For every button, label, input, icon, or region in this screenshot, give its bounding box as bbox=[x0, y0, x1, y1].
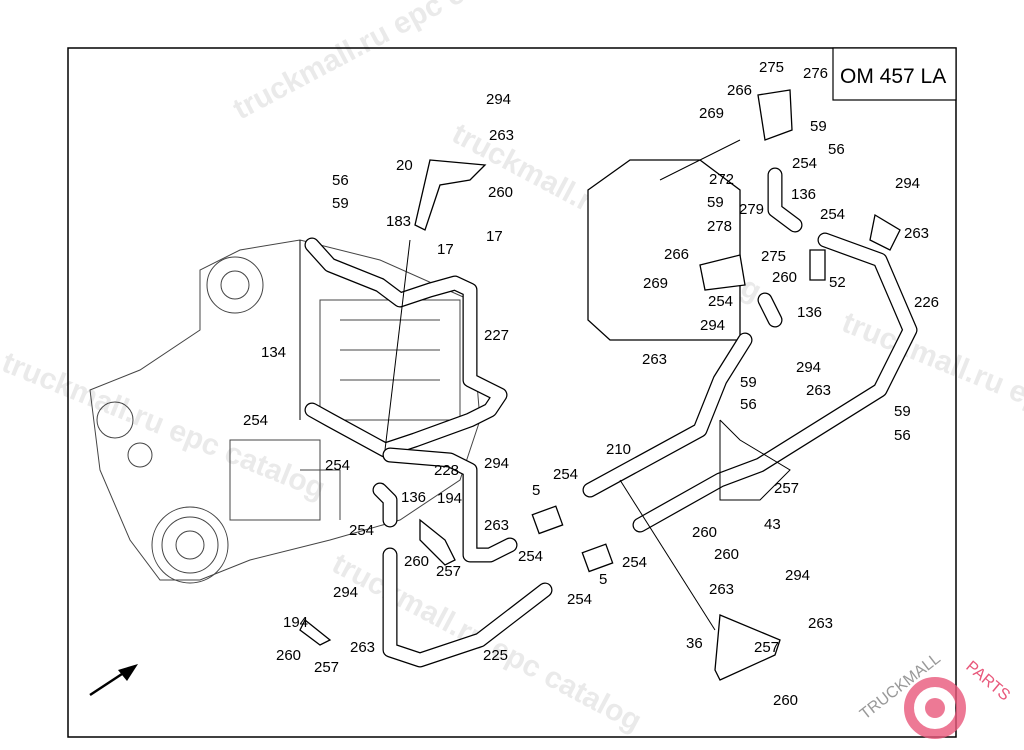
part-callout: 254 bbox=[622, 554, 647, 571]
part-callout: 269 bbox=[643, 275, 668, 292]
part-callout: 5 bbox=[599, 571, 607, 588]
part-callout: 294 bbox=[333, 584, 358, 601]
part-callout: 228 bbox=[434, 462, 459, 479]
part-callout: 263 bbox=[904, 225, 929, 242]
part-callout: 260 bbox=[276, 647, 301, 664]
part-callout: 263 bbox=[806, 382, 831, 399]
part-callout: 294 bbox=[796, 359, 821, 376]
part-callout: 183 bbox=[386, 213, 411, 230]
direction-arrow bbox=[89, 664, 138, 697]
svg-text:PARTS: PARTS bbox=[962, 658, 1013, 704]
model-title-box bbox=[832, 47, 957, 101]
part-callout: 260 bbox=[488, 184, 513, 201]
part-callout: 134 bbox=[261, 344, 286, 361]
part-callout: 59 bbox=[707, 194, 724, 211]
part-callout: 56 bbox=[894, 427, 911, 444]
part-callout: 266 bbox=[664, 246, 689, 263]
part-callout: 210 bbox=[606, 441, 631, 458]
part-callout: 294 bbox=[700, 317, 725, 334]
watermark-text: truckmall.ru epc catalog bbox=[837, 306, 1024, 466]
part-callout: 225 bbox=[483, 647, 508, 664]
part-callout: 260 bbox=[404, 553, 429, 570]
part-callout: 263 bbox=[642, 351, 667, 368]
part-callout: 294 bbox=[484, 455, 509, 472]
part-callout: 263 bbox=[808, 615, 833, 632]
part-callout: 263 bbox=[484, 517, 509, 534]
part-callout: 43 bbox=[764, 516, 781, 533]
part-callout: 56 bbox=[828, 141, 845, 158]
part-callout: 263 bbox=[350, 639, 375, 656]
part-callout: 272 bbox=[709, 171, 734, 188]
part-callout: 226 bbox=[914, 294, 939, 311]
part-callout: 56 bbox=[332, 172, 349, 189]
part-callout: 59 bbox=[332, 195, 349, 212]
part-callout: 136 bbox=[797, 304, 822, 321]
part-callout: 275 bbox=[759, 59, 784, 76]
part-callout: 194 bbox=[437, 490, 462, 507]
part-callout: 254 bbox=[708, 293, 733, 310]
part-callout: 257 bbox=[314, 659, 339, 676]
part-callout: 294 bbox=[895, 175, 920, 192]
part-callout: 17 bbox=[486, 228, 503, 245]
part-callout: 36 bbox=[686, 635, 703, 652]
part-callout: 260 bbox=[772, 269, 797, 286]
part-callout: 257 bbox=[754, 639, 779, 656]
part-callout: 136 bbox=[791, 186, 816, 203]
part-callout: 266 bbox=[727, 82, 752, 99]
part-callout: 194 bbox=[283, 614, 308, 631]
leader-lines bbox=[299, 139, 791, 631]
part-callout: 20 bbox=[396, 157, 413, 174]
part-callout: 254 bbox=[243, 412, 268, 429]
part-callout: 254 bbox=[349, 522, 374, 539]
part-callout: 294 bbox=[486, 91, 511, 108]
model-title: OM 457 LA bbox=[840, 65, 946, 88]
part-callout: 56 bbox=[740, 396, 757, 413]
part-callout: 227 bbox=[484, 327, 509, 344]
part-callout: 263 bbox=[709, 581, 734, 598]
part-callout: 254 bbox=[325, 457, 350, 474]
part-callout: 17 bbox=[437, 241, 454, 258]
part-callout: 254 bbox=[553, 466, 578, 483]
part-callout: 52 bbox=[829, 274, 846, 291]
part-callout: 254 bbox=[518, 548, 543, 565]
part-callout: 257 bbox=[436, 563, 461, 580]
part-callout: 279 bbox=[739, 201, 764, 218]
part-callout: 5 bbox=[532, 482, 540, 499]
part-callout: 275 bbox=[761, 248, 786, 265]
part-callout: 59 bbox=[894, 403, 911, 420]
part-callout: 269 bbox=[699, 105, 724, 122]
truckmall-parts-logo: TRUCKMALL PARTS bbox=[857, 650, 1013, 739]
part-callout: 59 bbox=[740, 374, 757, 391]
diagram-frame bbox=[67, 47, 957, 738]
part-callout: 254 bbox=[567, 591, 592, 608]
engine-illustration bbox=[89, 239, 481, 584]
watermark-text: truckmall.ru epc catalog bbox=[0, 346, 330, 506]
part-callout: 59 bbox=[810, 118, 827, 135]
part-callout: 260 bbox=[692, 524, 717, 541]
part-callout: 136 bbox=[401, 489, 426, 506]
part-callout: 276 bbox=[803, 65, 828, 82]
part-callout: 254 bbox=[820, 206, 845, 223]
part-callout: 260 bbox=[773, 692, 798, 709]
part-callout: 294 bbox=[785, 567, 810, 584]
part-callout: 278 bbox=[707, 218, 732, 235]
part-callout: 263 bbox=[489, 127, 514, 144]
part-callout: 257 bbox=[774, 480, 799, 497]
part-callout: 254 bbox=[792, 155, 817, 172]
part-callout: 260 bbox=[714, 546, 739, 563]
